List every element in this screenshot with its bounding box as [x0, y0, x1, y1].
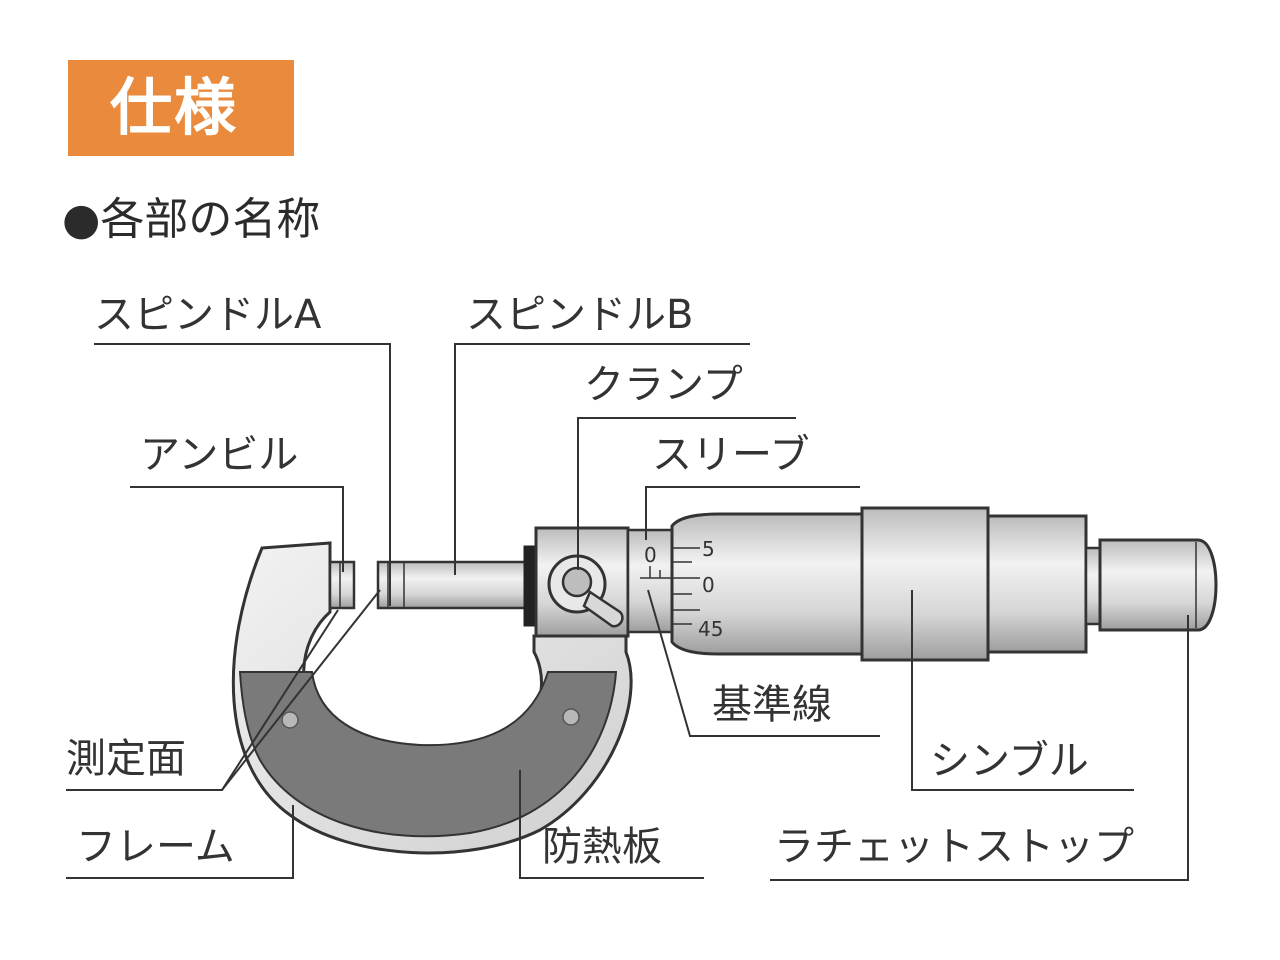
- sleeve: [626, 528, 674, 634]
- spindle-collar: [523, 545, 537, 627]
- label-frame: フレーム: [76, 824, 235, 870]
- thimble-number-bottom: 45: [698, 617, 723, 641]
- label-measuring-face: 測定面: [66, 736, 186, 782]
- leader-anvil: [130, 486, 344, 572]
- thimble-rear: [986, 514, 1088, 654]
- leader-heat-shield: [519, 770, 704, 879]
- sleeve-zero: 0: [644, 543, 657, 567]
- section-heading: ●各部の名称: [62, 194, 321, 245]
- clamp-lever: [582, 590, 624, 628]
- label-thimble: シンブル: [930, 738, 1089, 784]
- page-title: 仕様: [110, 71, 239, 144]
- thimble-number-top: 5: [702, 537, 715, 561]
- leader-reference-line: [647, 589, 880, 737]
- heat-shield-plate: [238, 671, 618, 838]
- leader-spindle-a: [94, 343, 391, 606]
- leader-ratchet-stop: [770, 615, 1189, 881]
- leader-frame: [66, 805, 294, 879]
- label-clamp: クランプ: [584, 362, 743, 408]
- spindle: [376, 560, 530, 610]
- ratchet-stop: [1098, 538, 1218, 632]
- leader-measuring-face-2: [221, 589, 381, 791]
- label-sleeve: スリーブ: [652, 432, 810, 478]
- label-anvil: アンビル: [140, 432, 299, 478]
- leader-thimble: [911, 590, 1134, 791]
- label-ratchet-stop: ラチェットストップ: [774, 824, 1134, 870]
- label-spindle-b: スピンドルB: [466, 292, 694, 338]
- rivet-right: [562, 708, 580, 726]
- label-heat-shield: 防熱板: [542, 824, 662, 870]
- leader-clamp: [577, 417, 796, 570]
- leader-lines: [66, 343, 1189, 881]
- ratchet-neck: [1084, 546, 1102, 626]
- title-badge: [68, 60, 294, 156]
- label-reference-line: 基準線: [712, 682, 832, 728]
- thimble-number-mid: 0: [702, 573, 715, 597]
- label-spindle-a: スピンドルA: [94, 292, 322, 338]
- leader-sleeve: [645, 486, 860, 540]
- leader-spindle-b: [454, 343, 750, 575]
- thimble-grip: [860, 506, 990, 662]
- rivet-left: [281, 711, 299, 729]
